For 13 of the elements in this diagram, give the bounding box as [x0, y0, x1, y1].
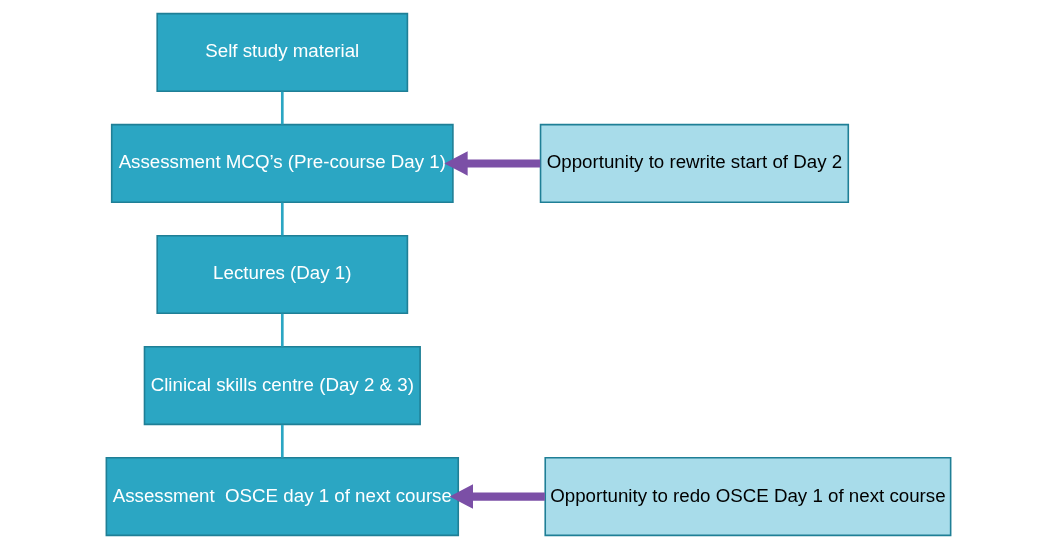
node-box: Assessment OSCE day 1 of next course: [105, 457, 460, 537]
arrow: [444, 151, 541, 176]
node-box: Self study material: [156, 12, 409, 92]
node-box: Opportunity to redo OSCE Day 1 of next course: [544, 457, 952, 537]
connector: [280, 91, 284, 125]
node-box: Lectures (Day 1): [156, 234, 409, 315]
connector: [280, 202, 284, 236]
arrow: [449, 484, 545, 509]
node-box: Assessment MCQ’s (Pre-course Day 1): [110, 123, 454, 204]
node-box: Opportunity to rewrite start of Day 2: [539, 123, 850, 204]
connector: [280, 424, 284, 458]
connector: [280, 313, 284, 347]
node-box: Clinical skills centre (Day 2 & 3): [143, 345, 421, 426]
